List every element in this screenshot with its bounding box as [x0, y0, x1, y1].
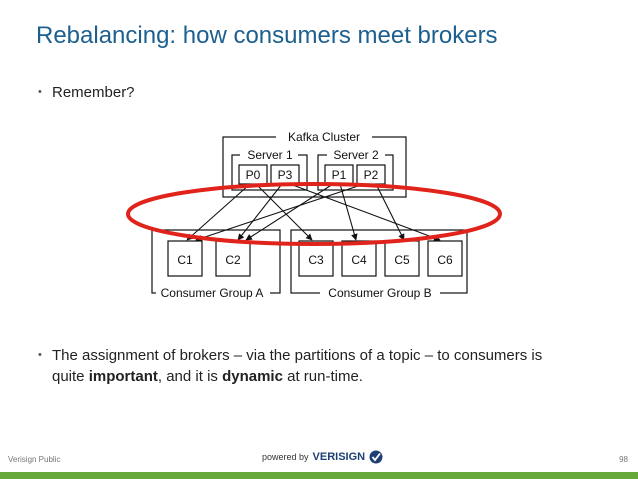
- arrow-p1-c4: [339, 183, 358, 241]
- partition-p3-label: P3: [278, 168, 293, 182]
- server-1-label: Server 1: [247, 148, 293, 162]
- arrow-p3-c6: [289, 183, 441, 242]
- consumer-group-a-label: Consumer Group A: [161, 286, 264, 300]
- page-number: 98: [619, 455, 628, 464]
- consumer-group-b-box: Consumer Group B C3 C4 C5 C6: [290, 229, 468, 300]
- arrow-p1-c2: [245, 183, 334, 241]
- bullet-bold-important: important: [88, 368, 158, 385]
- consumer-c1-label: C1: [177, 253, 193, 267]
- bullet-remember: • Remember?: [38, 82, 135, 103]
- server-2-box: Server 2 P1 P2: [317, 148, 394, 191]
- footer-logo: powered by VERISIGN: [262, 450, 383, 464]
- consumer-c3-label: C3: [308, 253, 324, 267]
- consumer-c1: [167, 240, 203, 277]
- consumer-c4: [341, 240, 377, 277]
- bullet-dot: •: [38, 349, 42, 361]
- highlight-ellipse: [126, 182, 502, 246]
- bullet-assignment: • The assignment of brokers – via the pa…: [38, 345, 558, 387]
- bullet-text: The assignment of brokers – via the part…: [52, 345, 558, 387]
- assignment-arrows: [186, 183, 441, 242]
- server-1-box: Server 1 P0 P3: [231, 148, 308, 191]
- verisign-check-icon: [369, 450, 383, 464]
- bullet-part-2: , and it is: [157, 368, 223, 385]
- slide-title: Rebalancing: how consumers meet brokers: [36, 22, 498, 49]
- brand-name: VERISIGN: [312, 451, 366, 463]
- partition-p1-label: P1: [332, 168, 347, 182]
- consumer-c5: [384, 240, 420, 277]
- consumer-c4-label: C4: [351, 253, 367, 267]
- consumer-c6: [427, 240, 463, 277]
- kafka-cluster-box: Kafka Cluster: [222, 129, 407, 198]
- arrow-p2-c1: [195, 183, 365, 242]
- consumer-c6-label: C6: [437, 253, 453, 267]
- bullet-bold-dynamic: dynamic: [222, 368, 283, 385]
- bullet-text: Remember?: [52, 84, 135, 101]
- bullet-part-3: at run-time.: [282, 368, 363, 385]
- server-2-label: Server 2: [333, 148, 379, 162]
- consumer-c5-label: C5: [394, 253, 410, 267]
- partition-p2-label: P2: [364, 168, 379, 182]
- arrow-p0-c1: [186, 183, 251, 241]
- footer-accent-bar: [0, 472, 638, 479]
- partition-p0-label: P0: [246, 168, 261, 182]
- arrow-p0-c3: [255, 183, 313, 241]
- consumer-c2-label: C2: [225, 253, 241, 267]
- footer-classification: Verisign Public: [8, 455, 61, 464]
- cluster-label: Kafka Cluster: [288, 130, 360, 144]
- powered-by-text: powered by: [262, 452, 309, 462]
- arrow-p3-c2: [237, 183, 283, 241]
- bullet-part-1: The assignment of brokers – via the part…: [52, 347, 543, 385]
- consumer-group-b-label: Consumer Group B: [328, 286, 431, 300]
- arrow-p2-c5: [375, 183, 405, 241]
- bullet-dot: •: [38, 86, 42, 98]
- consumer-group-a-box: Consumer Group A C1 C2: [151, 229, 281, 300]
- consumer-c3: [298, 240, 334, 277]
